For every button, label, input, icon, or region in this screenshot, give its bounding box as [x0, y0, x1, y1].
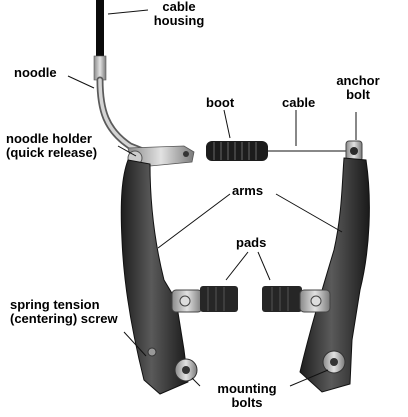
- label-pads: pads: [236, 235, 267, 250]
- boot-shape: [206, 141, 268, 161]
- left-mounting-bolt-shape: [174, 358, 198, 382]
- label-mounting-bolts: mounting bolts: [210, 382, 284, 410]
- right-mounting-bolt-shape: [322, 350, 346, 374]
- label-anchor-bolt-line1: anchor: [336, 73, 380, 88]
- spring-tension-screw-shape: [147, 347, 157, 357]
- label-spring-tension-screw: spring tension (centering) screw: [10, 298, 118, 326]
- label-anchor-bolt: anchor bolt: [330, 74, 386, 102]
- label-spring-tension-line1: spring tension: [10, 297, 100, 312]
- label-noodle-holder-line2: (quick release): [6, 145, 98, 160]
- label-cable-housing: cable housing: [144, 0, 214, 28]
- label-cable: cable: [282, 95, 316, 110]
- label-cable-housing-line2: housing: [153, 13, 205, 28]
- label-noodle-holder: noodle holder (quick release): [6, 132, 97, 160]
- label-boot: boot: [206, 95, 235, 110]
- label-mounting-bolts-line1: mounting: [217, 381, 277, 396]
- label-anchor-bolt-line2: bolt: [346, 87, 370, 102]
- left-arm-shape: [120, 159, 189, 395]
- left-pad-shape: [171, 286, 238, 313]
- label-noodle: noodle: [14, 65, 57, 80]
- ferrule-shape: [93, 55, 107, 81]
- label-noodle-holder-line1: noodle holder: [6, 131, 92, 146]
- right-pad-shape: [262, 286, 331, 313]
- label-cable-housing-line1: cable: [162, 0, 196, 14]
- label-spring-tension-line2: (centering) screw: [10, 311, 118, 326]
- label-arms: arms: [232, 183, 264, 198]
- right-arm-shape: [299, 157, 370, 393]
- leader-lines: [67, 9, 357, 387]
- label-mounting-bolts-line2: bolts: [231, 395, 263, 410]
- cable-housing-shape: [96, 0, 104, 58]
